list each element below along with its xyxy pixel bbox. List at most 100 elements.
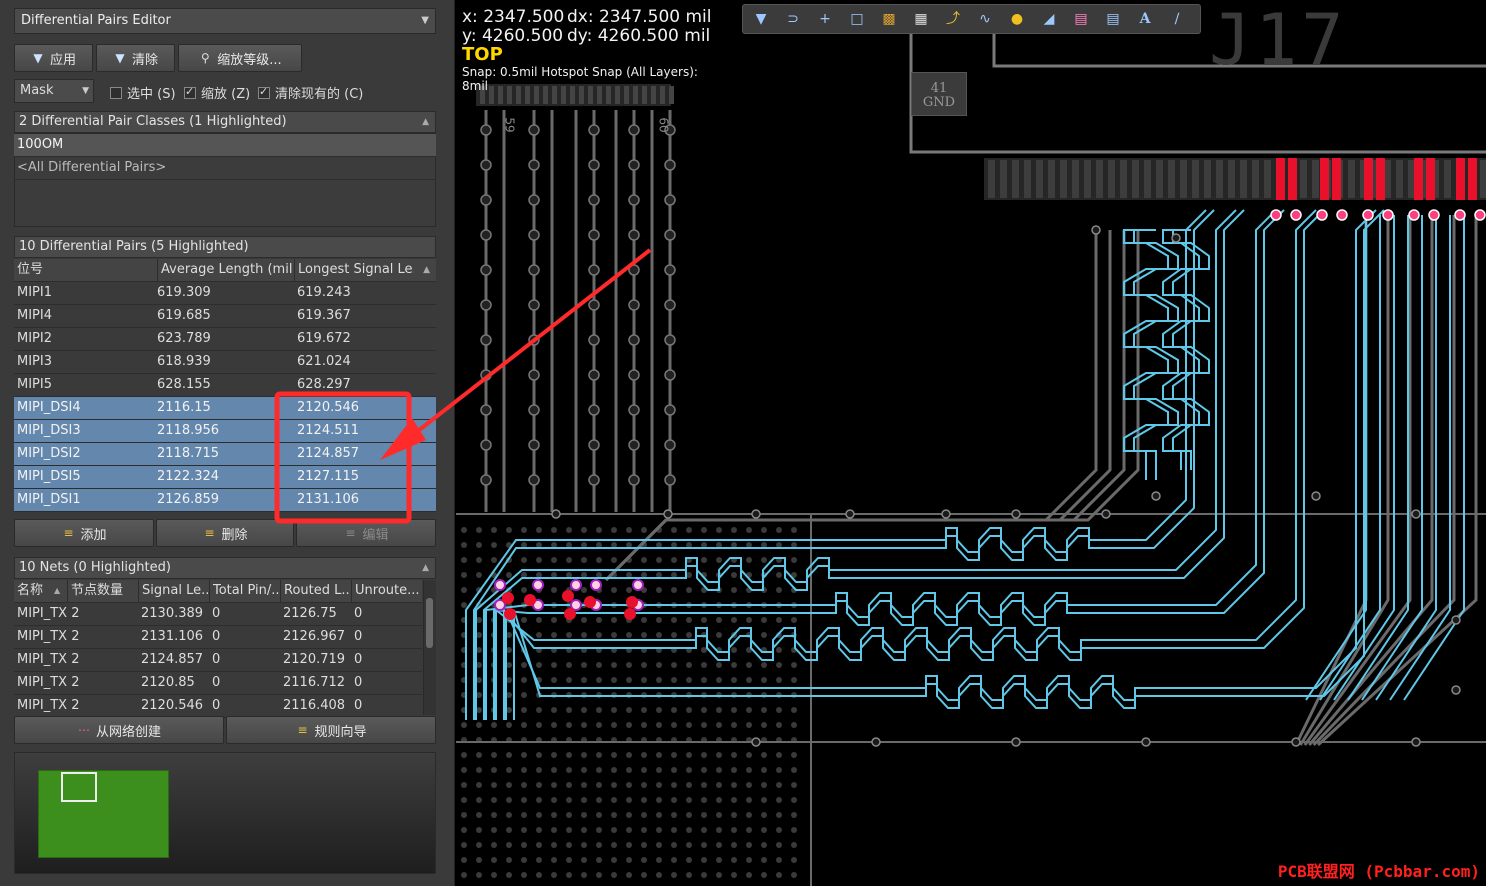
- cross-icon[interactable]: +: [819, 11, 831, 27]
- dimension-icon[interactable]: ▤: [1074, 11, 1088, 27]
- connector-pin: [1048, 160, 1055, 198]
- rules-wizard-button[interactable]: ≡ 规则向导: [226, 716, 436, 744]
- nets-scrollbar[interactable]: [423, 580, 436, 715]
- bga-dot: [686, 872, 692, 878]
- col-designator[interactable]: 位号: [17, 262, 44, 277]
- bga-dot: [461, 782, 467, 788]
- bga-dot: [746, 662, 752, 668]
- via: [664, 299, 676, 311]
- pad-41[interactable]: 41 GND: [911, 72, 967, 116]
- pcb-canvas[interactable]: x: 2347.500 dx: 2347.500 mil y: 4260.500…: [456, 0, 1486, 886]
- select-checkbox[interactable]: 选中 (S): [110, 83, 176, 102]
- col-node-count[interactable]: 节点数量: [67, 580, 137, 602]
- bga-dot: [791, 707, 797, 713]
- tune-length-icon[interactable]: ∿: [979, 11, 991, 27]
- via: [1411, 509, 1421, 519]
- edit-pair-icon: ≡: [345, 526, 356, 540]
- mask-select[interactable]: Mask ▼: [14, 79, 94, 103]
- pair-longest-length: 2120.546: [297, 400, 360, 415]
- align-icon[interactable]: ▩: [882, 11, 896, 27]
- connector-pin: [525, 86, 530, 104]
- zoom-checkbox[interactable]: 缩放 (Z): [184, 83, 250, 102]
- panel-selector[interactable]: Differential Pairs Editor ▼: [14, 8, 436, 34]
- filter-icon[interactable]: ▼: [755, 11, 767, 27]
- col-name[interactable]: 名称: [17, 583, 44, 598]
- diff-pair-trace: [1361, 215, 1423, 701]
- magnet-icon[interactable]: ⊃: [787, 11, 799, 27]
- bga-dot: [491, 872, 497, 878]
- bga-dot: [626, 527, 632, 533]
- select-rect-icon[interactable]: □: [850, 11, 864, 27]
- bga-dot: [686, 662, 692, 668]
- bga-dot: [716, 872, 722, 878]
- clear-button[interactable]: ▼ 清除: [96, 44, 175, 72]
- red-pad: [1456, 158, 1465, 200]
- zoom-level-button[interactable]: ⚲ 缩放等级...: [178, 44, 302, 72]
- via: [528, 264, 540, 276]
- chart-icon[interactable]: ▤: [1106, 11, 1120, 27]
- bga-dot: [551, 527, 557, 533]
- collapse-icon[interactable]: ▲: [422, 117, 429, 127]
- col-total-pin[interactable]: Total Pin/...: [209, 580, 279, 602]
- line-icon[interactable]: ∕: [1174, 11, 1180, 27]
- route-icon[interactable]: ⤴: [946, 11, 960, 27]
- bga-dot: [701, 797, 707, 803]
- collapse-icon[interactable]: ▲: [422, 563, 429, 573]
- via: [628, 229, 640, 241]
- bga-dot: [566, 677, 572, 683]
- delete-button[interactable]: ≡ 删除: [156, 519, 294, 547]
- add-button[interactable]: ≡ 添加: [14, 519, 154, 547]
- connector-pin: [1240, 160, 1247, 198]
- bga-dot: [596, 827, 602, 833]
- bga-dot: [611, 677, 617, 683]
- via: [628, 299, 640, 311]
- via-icon[interactable]: ●: [1010, 11, 1024, 27]
- bga-dot: [746, 842, 752, 848]
- component-icon[interactable]: ▦: [914, 11, 928, 27]
- connector-pin: [1348, 160, 1355, 198]
- class-item-100om[interactable]: 100OM: [14, 134, 436, 157]
- polygon-icon[interactable]: ◢: [1043, 11, 1055, 27]
- class-item-all[interactable]: <All Differential Pairs>: [14, 157, 436, 180]
- bga-dot: [686, 632, 692, 638]
- col-average-length[interactable]: Average Length (mil): [157, 259, 293, 281]
- col-longest-signal[interactable]: Longest Signal Le...: [294, 259, 414, 281]
- create-from-nets-button[interactable]: ⋯ 从网络创建: [14, 716, 224, 744]
- bga-dot: [641, 722, 647, 728]
- text-icon[interactable]: A: [1139, 11, 1151, 27]
- bga-dot: [506, 632, 512, 638]
- scrollbar-thumb[interactable]: [426, 598, 433, 648]
- clear-existing-checkbox[interactable]: 清除现有的 (C): [258, 83, 363, 102]
- bga-dot: [731, 797, 737, 803]
- connector-pin: [1012, 160, 1019, 198]
- board-minimap[interactable]: [14, 752, 436, 874]
- minimap-viewport[interactable]: [61, 772, 97, 802]
- pcb-layout-drawing[interactable]: [456, 0, 1486, 886]
- apply-button[interactable]: ▼ 应用: [14, 44, 93, 72]
- edit-button[interactable]: ≡ 编辑: [296, 519, 436, 547]
- col-unrouted[interactable]: Unroute...: [351, 580, 421, 602]
- red-pad: [624, 608, 636, 620]
- via: [588, 124, 600, 136]
- bga-dot: [551, 572, 557, 578]
- bga-dot: [626, 767, 632, 773]
- col-signal-length[interactable]: Signal Le...: [138, 580, 208, 602]
- pair-longest-length: 619.672: [297, 331, 351, 346]
- bga-dot: [716, 842, 722, 848]
- col-routed-length[interactable]: Routed L...: [280, 580, 350, 602]
